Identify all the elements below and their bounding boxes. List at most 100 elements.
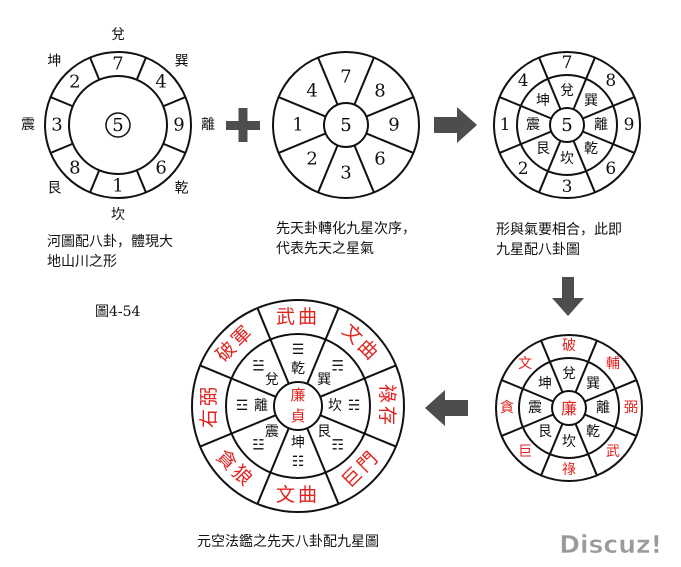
d5-trigram-label: 艮: [317, 424, 331, 440]
d2-divider: [353, 57, 375, 106]
d3-divider: [572, 57, 596, 110]
d4-center-circle: [551, 390, 587, 426]
d4-middle-circle: [518, 357, 620, 459]
d1-number: 8: [69, 158, 80, 179]
d3-trigram-label: 坤: [536, 93, 550, 109]
d3-dividers: [499, 57, 635, 193]
d5-middle-circle: [225, 333, 371, 479]
d3-number: 3: [562, 177, 573, 197]
d2-caption: 先天卦轉化九星次序， 代表先天之星氣: [276, 219, 416, 259]
d1-divider: [162, 142, 186, 154]
d4-trigram-label: 兌: [562, 366, 576, 382]
d5-trigram-label: 坎: [328, 398, 342, 414]
d3-trigram-label: 巽: [584, 93, 598, 109]
d1-number: 2: [69, 71, 80, 92]
d1-divider: [162, 96, 186, 108]
d4-trigram-label: 乾: [586, 424, 600, 440]
trigram-symbol-icon: ☷: [292, 454, 305, 470]
d4-star-label: 貪: [500, 399, 514, 416]
d1-trigram-label: 坎: [111, 207, 125, 223]
d2-number: 8: [374, 81, 385, 102]
d1-trigram-label: 震: [21, 117, 35, 133]
d1-number: 7: [112, 54, 123, 75]
d1-trigram-label: 兌: [111, 27, 125, 43]
d3-divider: [499, 130, 552, 154]
d4-trigram-label: 坤: [538, 376, 552, 392]
d2-number: 6: [374, 148, 385, 169]
d3-trigram-label: 坎: [560, 151, 574, 167]
bottom-caption: 元空法鑑之先天八卦配九星圖: [197, 534, 379, 550]
d3-caption: 形與氣要相合，此即 九星配八卦圖: [496, 220, 622, 260]
d2-divider: [353, 144, 375, 193]
d3-number: 4: [518, 71, 529, 91]
d2-caption-line-2: 代表先天之星氣: [276, 241, 374, 257]
d1-caption: 河圖配八卦，體現大 地山川之形: [47, 232, 173, 272]
d1-divider: [50, 96, 74, 108]
d5-star-label: 文曲: [276, 484, 320, 506]
d2-divider: [317, 144, 339, 193]
d3-divider: [538, 140, 562, 193]
d3-trigram-label: 離: [594, 116, 608, 133]
d3-number: 6: [605, 159, 616, 179]
d5-divider: [306, 427, 340, 505]
d2-divider: [365, 132, 414, 154]
d1-trigram-label: 艮: [47, 181, 61, 197]
d4-divider: [574, 423, 598, 476]
d3-divider: [538, 57, 562, 110]
trigram-symbol-icon: ☶: [331, 438, 344, 454]
d3-divider: [572, 140, 596, 193]
d5-divider: [256, 307, 290, 385]
d5-trigram-label: 巽: [317, 372, 331, 388]
d3-trigram-label: 兌: [560, 83, 574, 99]
d4-outer-circle: [495, 334, 643, 482]
d4-trigram-label: 離: [596, 399, 610, 416]
plus-icon: [226, 108, 260, 142]
d5-trigram-label: 震: [265, 424, 279, 440]
d3-outer-circle: [493, 51, 641, 199]
d2-center-number: 5: [340, 115, 351, 136]
d1-outer-circle: [44, 51, 192, 199]
d5-trigram-label: 兌: [265, 372, 279, 388]
d2-number: 1: [292, 115, 303, 136]
trigram-symbol-icon: ☳: [252, 438, 265, 454]
trigram-symbol-icon: ☱: [252, 358, 265, 374]
d3-center-circle: [549, 107, 585, 143]
d1-inner-circle: [68, 75, 168, 175]
d4-center-star: 廉: [561, 399, 577, 418]
d1-trigram-label: 乾: [175, 181, 189, 197]
d1-divider: [89, 169, 101, 193]
d1-number: 1: [112, 176, 123, 197]
d3-divider: [582, 130, 635, 154]
d5-outer-circle: [191, 299, 405, 513]
d3-number: 8: [605, 71, 616, 91]
d3-middle-circle: [516, 74, 618, 176]
d4-trigram-label: 艮: [538, 424, 552, 440]
d2-divider: [278, 132, 327, 154]
right-arrow-icon: [434, 107, 477, 143]
d2-outer-circle: [272, 51, 420, 199]
d4-star-label: 祿: [562, 462, 576, 478]
d4-star-label: 弼: [624, 400, 638, 416]
d4-divider: [584, 413, 637, 437]
d1-divider: [135, 57, 147, 81]
d3-number: 7: [562, 53, 573, 73]
d3-caption-line-1: 形與氣要相合，此即: [496, 222, 622, 238]
trigram-symbol-icon: ☰: [292, 342, 305, 358]
d5-divider: [319, 414, 397, 448]
trigram-symbol-icon: ☲: [236, 398, 249, 414]
d4-trigram-label: 巽: [586, 376, 600, 392]
d2-dividers: [278, 57, 414, 193]
d4-divider: [501, 379, 554, 403]
d1-number: 9: [173, 115, 184, 136]
d4-divider: [584, 379, 637, 403]
d4-star-label: 輔: [606, 356, 620, 372]
